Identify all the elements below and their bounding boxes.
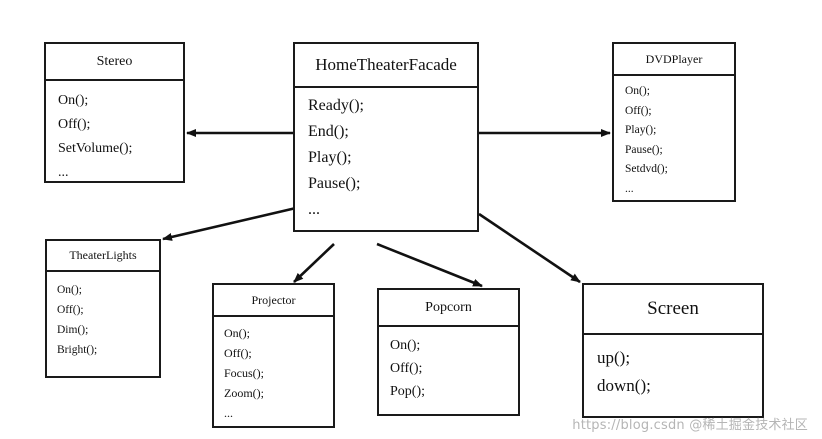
watermark-text: https://blog.csdn @稀土掘金技术社区 [572, 418, 808, 433]
arrow-facade-to-projector [293, 243, 335, 283]
method-item: down(); [597, 376, 651, 395]
method-item: ... [625, 182, 634, 195]
method-item: Off(); [224, 346, 252, 360]
method-list-popcorn: On(); Off(); Pop(); [379, 327, 518, 403]
class-box-popcorn: Popcorn On(); Off(); Pop(); [377, 288, 520, 416]
arrow-facade-to-screen [478, 212, 581, 284]
method-item: Zoom(); [224, 386, 264, 400]
method-item: Bright(); [57, 344, 98, 356]
class-box-stereo: Stereo On(); Off(); SetVolume();... [44, 42, 185, 183]
class-name-popcorn: Popcorn [379, 290, 518, 327]
method-item: SetVolume(); [58, 141, 133, 156]
method-item: On(); [625, 85, 650, 97]
method-list-theaterlights: On(); Off(); Dim(); Bright(); [47, 272, 159, 360]
class-name-dvdplayer: DVDPlayer [614, 44, 734, 76]
method-list-stereo: On(); Off(); SetVolume();... [46, 81, 183, 185]
method-item: Pause(); [308, 175, 361, 192]
method-item: On(); [58, 93, 89, 108]
method-item: End(); [308, 123, 349, 140]
method-item: Off(); [390, 361, 423, 376]
class-name-screen: Screen [584, 285, 762, 335]
method-item: Dim(); [57, 324, 89, 336]
method-item: Play(); [308, 149, 352, 166]
method-item: Off(); [58, 117, 91, 132]
method-item: Pause(); [625, 143, 663, 156]
class-name-facade: HomeTheaterFacade [295, 44, 477, 88]
class-box-dvdplayer: DVDPlayer On(); Off(); Play(); Pause(); Setd… [612, 42, 736, 202]
method-item: Off(); [57, 304, 84, 316]
class-box-theaterlights: TheaterLights On(); Off(); Dim(); Bright(); [45, 239, 161, 378]
method-item: Pop(); [390, 384, 425, 399]
class-box-projector: Projector On(); Off(); Focus(); Zoom();... [212, 283, 335, 428]
method-item: Setdvd(); [625, 163, 668, 175]
method-item: ... [58, 165, 69, 180]
class-name-stereo: Stereo [46, 44, 183, 81]
method-item: Off(); [625, 104, 652, 117]
class-box-facade: HomeTheaterFacade Ready(); End(); Play(); P… [293, 42, 479, 232]
arrow-facade-to-lights [162, 206, 297, 241]
method-item: On(); [390, 338, 421, 353]
method-item: ... [308, 201, 320, 218]
method-item: ... [224, 406, 233, 420]
method-list-projector: On(); Off(); Focus(); Zoom();... [214, 317, 333, 423]
method-list-screen: up(); down(); [584, 335, 762, 400]
method-item: Ready(); [308, 97, 364, 114]
class-box-screen: Screen up(); down(); [582, 283, 764, 418]
class-name-projector: Projector [214, 285, 333, 317]
method-item: On(); [224, 326, 250, 340]
method-item: On(); [57, 284, 82, 296]
method-item: Focus(); [224, 366, 264, 380]
method-list-dvdplayer: On(); Off(); Play(); Pause(); Setdvd();... [614, 76, 734, 199]
method-item: Play(); [625, 124, 657, 136]
arrow-facade-to-popcorn [376, 242, 483, 288]
class-name-theaterlights: TheaterLights [47, 241, 159, 272]
method-item: up(); [597, 348, 631, 367]
method-list-facade: Ready(); End(); Play(); Pause();... [295, 88, 477, 223]
